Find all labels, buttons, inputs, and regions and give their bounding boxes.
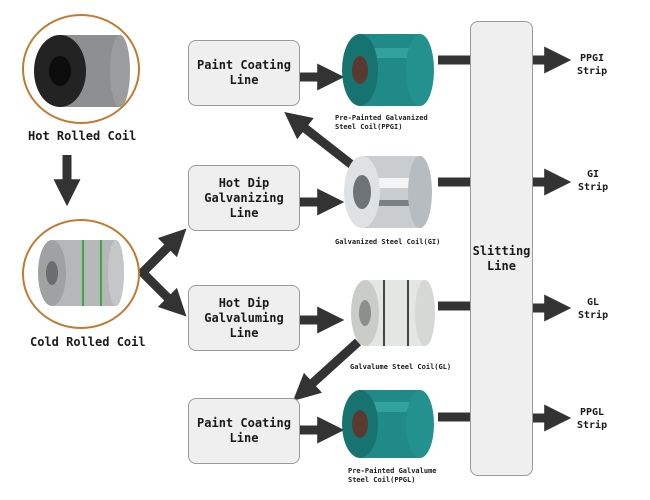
slitting-line: Slitting Line (470, 21, 533, 476)
hot-rolled-coil-image (22, 14, 140, 124)
gi-coil-image (344, 156, 432, 228)
ppgi-strip-label: PPGI Strip (577, 53, 608, 77)
gi-strip-label: GI Strip (578, 169, 609, 193)
ppgl-coil-label: Pre-Painted Galvalume Steel Coil(PPGL) (348, 467, 437, 484)
gi-coil-label: Galvanized Steel Coil(GI) (335, 238, 441, 246)
cold-rolled-coil-label: Cold Rolled Coil (30, 335, 146, 349)
hot-dip-galvaluming-line: Hot Dip Galvaluming Line (188, 285, 300, 351)
arrow-cold-to-galvanizing (136, 228, 187, 279)
arrow-gl-to-paint (292, 338, 362, 401)
ppgl-strip-label: PPGL Strip (577, 407, 608, 431)
ppgi-coil-label: Pre-Painted Galvanized Steel Coil(PPGI) (335, 114, 428, 131)
paint-coating-line-bottom: Paint Coating Line (188, 398, 300, 464)
gl-coil-image (351, 280, 435, 346)
arrow-gi-to-paint (284, 112, 355, 169)
arrow-cold-to-galvaluming (136, 266, 187, 317)
paint-coating-line-top: Paint Coating Line (188, 40, 300, 106)
hot-dip-galvanizing-line: Hot Dip Galvanizing Line (188, 165, 300, 231)
ppgl-coil-image (342, 390, 434, 458)
ppgi-coil-image (342, 34, 434, 106)
gl-coil-label: Galvalume Steel Coil(GL) (350, 363, 452, 371)
hot-rolled-coil-label: Hot Rolled Coil (28, 129, 137, 143)
gl-strip-label: GL Strip (578, 297, 609, 321)
cold-rolled-coil-image (22, 219, 140, 329)
